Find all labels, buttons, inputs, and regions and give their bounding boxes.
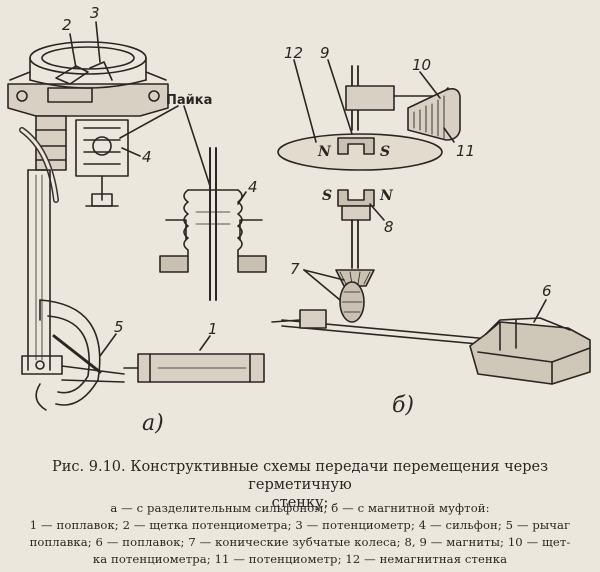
sublabel-a: а) — [142, 411, 164, 436]
diagram-a — [7, 21, 267, 411]
pole-bottom-n: N — [379, 188, 394, 204]
figure-drawing: 2 3 4 4 5 1 Пайка а) 12 9 10 11 8 7 6 N … — [7, 4, 591, 436]
label-part-4-bellows: 4 — [248, 178, 258, 196]
figure-legend: а — с разделительным сильфоном; б — с ма… — [4, 500, 596, 568]
label-part-9: 9 — [320, 44, 330, 62]
legend-line-1: а — с разделительным сильфоном; б — с ма… — [110, 501, 490, 515]
label-part-1: 1 — [208, 320, 218, 338]
label-part-4-left: 4 — [142, 148, 152, 166]
figure-caption: Рис. 9.10. Конструктивные схемы передачи… — [8, 458, 592, 512]
label-part-6: 6 — [542, 282, 552, 300]
label-part-2: 2 — [62, 16, 72, 34]
label-part-11: 11 — [456, 142, 475, 160]
sublabel-b: б) — [392, 393, 414, 418]
label-part-5: 5 — [114, 318, 124, 336]
legend-line-2: 1 — поплавок; 2 — щетка потенциометра; 3… — [29, 518, 571, 532]
caption-line-2: стенку: — [271, 495, 329, 511]
label-part-7: 7 — [290, 260, 300, 278]
label-solder: Пайка — [166, 93, 212, 108]
diagram-b — [271, 59, 591, 385]
legend-line-4: ка потенциометра; 11 — потенциометр; 12 … — [92, 552, 508, 566]
label-part-12: 12 — [284, 44, 303, 62]
pole-bottom-s: S — [322, 188, 332, 204]
label-part-8: 8 — [384, 218, 394, 236]
pole-top-s: S — [380, 144, 390, 160]
label-part-10: 10 — [412, 56, 431, 74]
legend-line-3: поплавка; 6 — поплавок; 7 — конические з… — [29, 535, 571, 549]
caption-line-1: Рис. 9.10. Конструктивные схемы передачи… — [51, 459, 549, 493]
label-part-3: 3 — [90, 4, 100, 22]
pole-top-n: N — [317, 144, 332, 160]
